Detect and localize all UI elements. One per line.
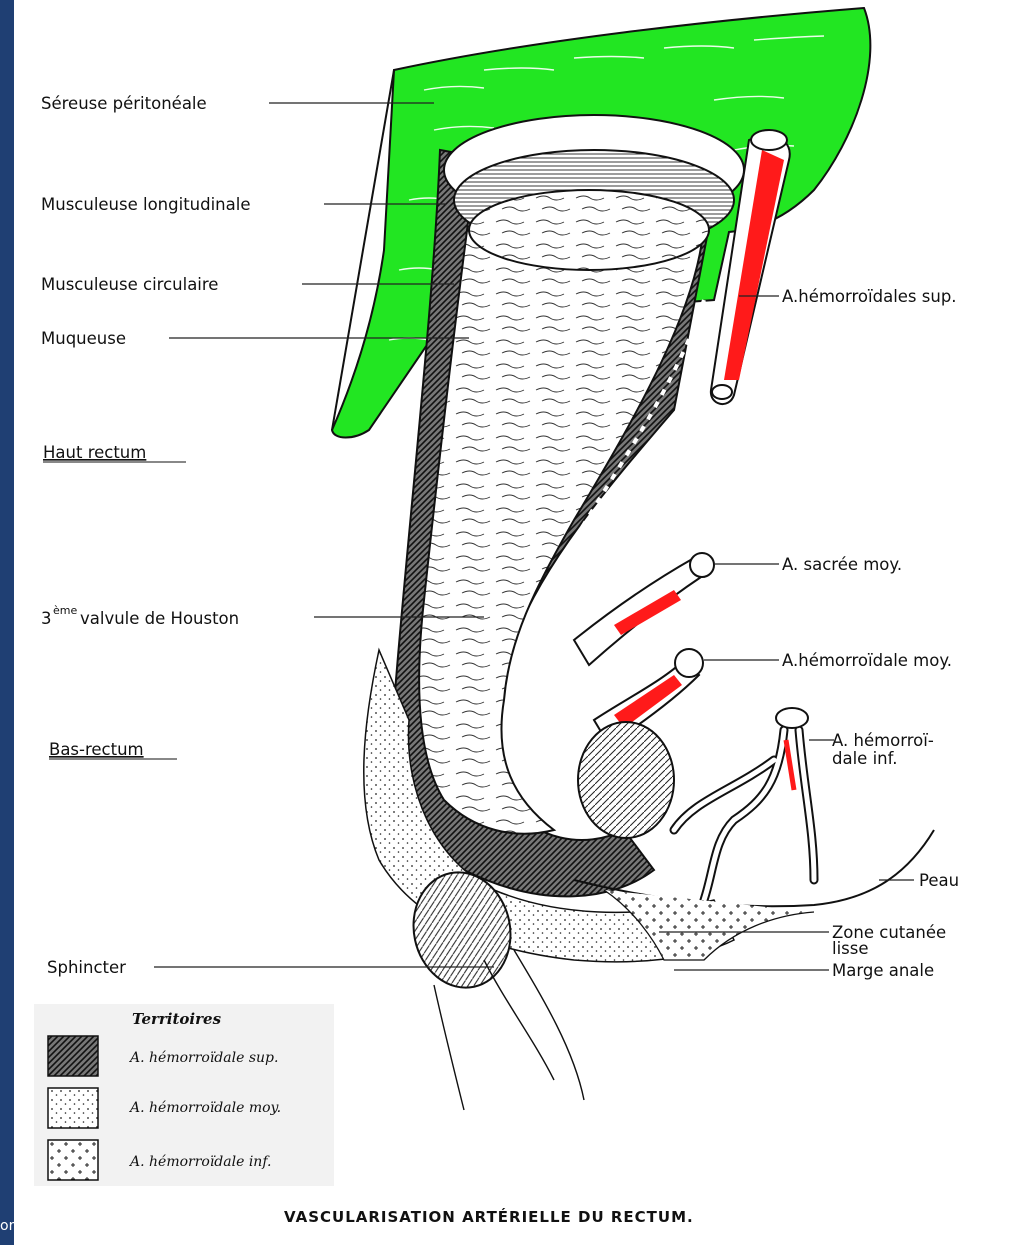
- legend-swatch-inf: [48, 1140, 98, 1180]
- label-sphincter: Sphincter: [47, 958, 126, 977]
- sphincter-muscle: [403, 863, 584, 1110]
- label-musculeuse-longitudinale: Musculeuse longitudinale: [41, 195, 251, 214]
- legend-title: Territoires: [132, 1010, 222, 1028]
- legend-item-sup: A. hémorroïdale sup.: [128, 1050, 278, 1066]
- label-valvule-houston: valvule de Houston: [80, 609, 239, 628]
- legend-swatch-moy: [48, 1088, 98, 1128]
- diagram-caption: VASCULARISATION ARTÉRIELLE DU RECTUM.: [284, 1207, 694, 1226]
- label-haut-rectum: Haut rectum: [43, 443, 146, 462]
- label-a-hemorroidale-moy: A.hémorroïdale moy.: [782, 651, 952, 670]
- label-valvule-number: 3: [41, 609, 52, 628]
- label-zone-cutanee-line2: lisse: [832, 939, 869, 958]
- legend-swatch-sup: [48, 1036, 98, 1076]
- label-valvule-superscript: ème: [53, 604, 77, 617]
- inferior-hemorrhoidal-artery: [674, 708, 814, 900]
- label-a-hemorroidale-inf-line1: A. hémorroï-: [832, 731, 934, 750]
- label-a-hemorroidales-sup: A.hémorroïdales sup.: [782, 287, 957, 306]
- label-muqueuse: Muqueuse: [41, 329, 126, 348]
- legend: Territoires A. hémorroïdale sup. A. hémo…: [34, 1004, 334, 1186]
- middle-sacral-artery: [574, 553, 714, 665]
- label-peau: Peau: [919, 871, 959, 890]
- label-bas-rectum: Bas-rectum: [49, 740, 144, 759]
- corner-text: or: [0, 1218, 14, 1234]
- label-sereuse: Séreuse péritonéale: [41, 94, 207, 113]
- rectum-diagram: Séreuse péritonéale Musculeuse longitudi…: [14, 0, 1026, 1245]
- legend-item-inf: A. hémorroïdale inf.: [128, 1154, 271, 1170]
- diagram-slide: Séreuse péritonéale Musculeuse longitudi…: [14, 0, 1026, 1245]
- label-marge-anale: Marge anale: [832, 961, 934, 980]
- legend-item-moy: A. hémorroïdale moy.: [128, 1100, 281, 1116]
- label-a-sacree-moy: A. sacrée moy.: [782, 555, 902, 574]
- levator-muscle: [578, 722, 674, 838]
- label-musculeuse-circulaire: Musculeuse circulaire: [41, 275, 218, 294]
- label-a-hemorroidale-inf-line2: dale inf.: [832, 749, 897, 768]
